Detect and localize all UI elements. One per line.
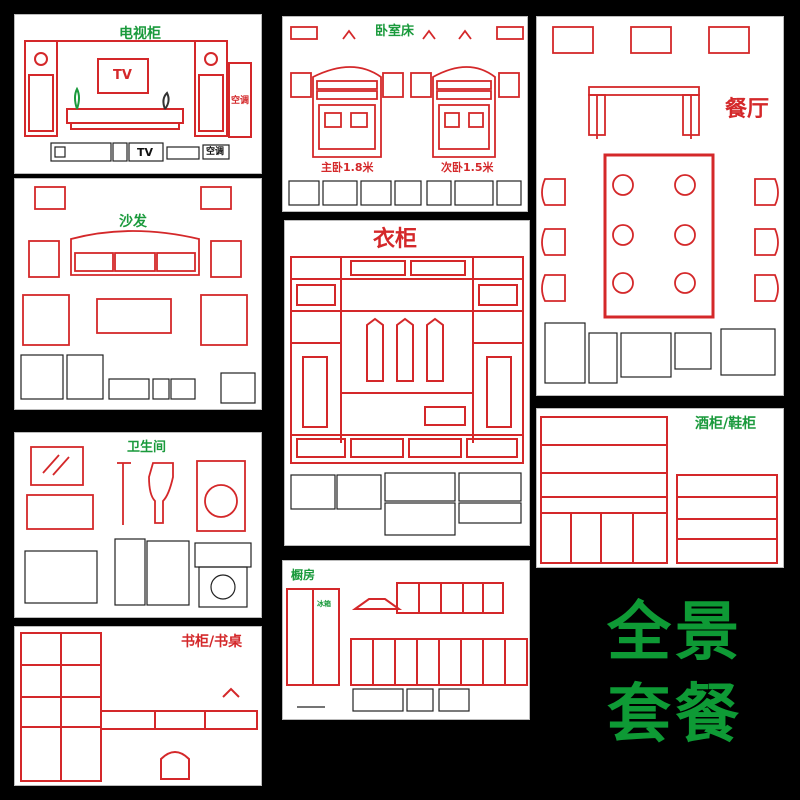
panel-study: 书柜/书桌: [14, 626, 262, 786]
ac-label: 空调: [231, 96, 250, 106]
bathroom-thumbnails: [24, 538, 252, 608]
thumb-ac-label: 空调: [206, 147, 225, 157]
kitchen-drawing: [286, 582, 528, 686]
panel-tv-cabinet: 电视柜 TV 空调 TV 空调: [14, 14, 262, 174]
tv-screen-label: TV: [113, 68, 132, 83]
panel-title: 卧室床: [375, 24, 415, 39]
dining-thumbnails: [544, 322, 776, 384]
kitchen-thumbnails: [297, 688, 470, 712]
thumb-tv-label: TV: [137, 146, 154, 159]
dining-drawing: [541, 26, 779, 319]
study-drawing: [20, 632, 258, 782]
panel-title: 书柜/书桌: [181, 634, 243, 650]
panel-title: 酒柜/鞋柜: [695, 416, 757, 432]
sofa-thumbnails: [20, 354, 256, 404]
bedroom-thumbnails: [288, 180, 522, 206]
panel-title: 电视柜: [119, 26, 161, 42]
fridge-label: 冰箱: [317, 600, 331, 608]
second-bed-label: 次卧1.5米: [441, 161, 494, 174]
wine-shoe-drawing: [540, 416, 778, 564]
panel-title: 衣柜: [373, 227, 418, 252]
tv-cabinet-drawing: [24, 40, 252, 138]
panel-wine-shoe: 酒柜/鞋柜: [536, 408, 784, 568]
panel-dining: 餐厅: [536, 16, 784, 396]
wardrobe-drawing: [290, 256, 524, 464]
panel-title: 餐厅: [725, 97, 770, 122]
bedroom-drawing: [290, 26, 524, 158]
tv-thumbnails: [50, 142, 230, 162]
panel-sofa: 沙发: [14, 178, 262, 410]
wardrobe-thumbnails: [290, 472, 522, 536]
panel-bathroom: 卫生间: [14, 432, 262, 618]
panel-title: 橱房: [291, 568, 316, 582]
sofa-drawing: [22, 186, 248, 346]
headline: 全景 套餐: [585, 592, 765, 756]
master-bed-label: 主卧1.8米: [321, 161, 374, 174]
bathroom-drawing: [26, 446, 246, 532]
panel-title: 沙发: [119, 214, 147, 230]
headline-line1: 全景: [607, 596, 743, 670]
panel-bedroom: 卧室床 主卧1.8米 次卧1.5米: [282, 16, 528, 212]
panel-wardrobe: 衣柜: [284, 220, 530, 546]
panel-title: 卫生间: [127, 440, 167, 455]
panel-kitchen: 橱房 冰箱: [282, 560, 530, 720]
headline-line2: 套餐: [607, 678, 743, 752]
